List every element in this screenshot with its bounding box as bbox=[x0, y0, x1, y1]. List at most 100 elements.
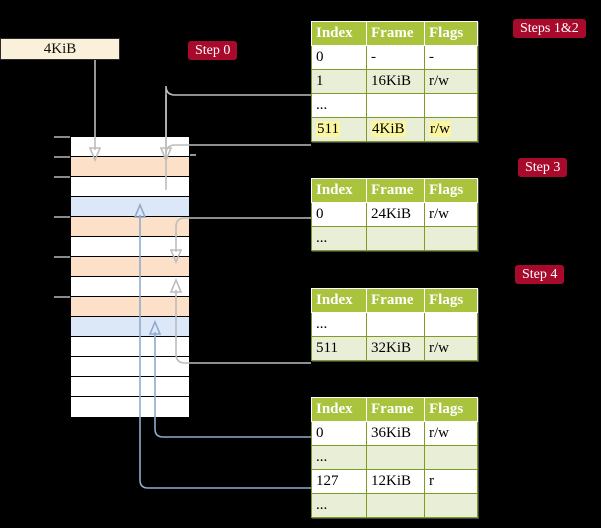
column-header-flags: Flags bbox=[424, 21, 478, 46]
cell-frame bbox=[366, 493, 425, 518]
memory-frame-row bbox=[71, 197, 189, 217]
cell-flags bbox=[424, 312, 478, 337]
wire-step4 bbox=[175, 290, 311, 364]
highlighted-value: 511 bbox=[316, 121, 340, 137]
cell-frame: - bbox=[366, 45, 425, 70]
cell-frame: 24KiB bbox=[366, 202, 425, 227]
memory-tick-mark bbox=[54, 156, 71, 158]
column-header-flags: Flags bbox=[424, 178, 478, 203]
cell-flags bbox=[424, 93, 478, 118]
cell-frame bbox=[366, 445, 425, 470]
column-header-flags: Flags bbox=[424, 397, 478, 422]
cell-index: 511 bbox=[311, 336, 367, 361]
memory-frame-row bbox=[71, 357, 189, 377]
column-header-index: Index bbox=[311, 178, 367, 203]
cell-flags bbox=[424, 445, 478, 470]
memory-frame-row bbox=[71, 337, 189, 357]
cell-frame bbox=[366, 93, 425, 118]
cell-frame: 16KiB bbox=[366, 69, 425, 94]
cell-flags bbox=[424, 493, 478, 518]
cell-index: 0 bbox=[311, 202, 367, 227]
wire-blue-a bbox=[154, 420, 311, 438]
cell-frame: 4KiB bbox=[366, 117, 425, 142]
table-row: ... bbox=[311, 226, 478, 251]
memory-frame-row bbox=[71, 277, 189, 297]
cell-flags: r/w bbox=[424, 202, 478, 227]
cell-index: 511 bbox=[311, 117, 367, 142]
memory-frame-row bbox=[71, 257, 189, 277]
memory-frame-row bbox=[71, 157, 189, 177]
source-frame-box: 4KiB bbox=[0, 38, 120, 60]
cell-flags: r bbox=[424, 469, 478, 494]
memory-tick-mark bbox=[54, 216, 71, 218]
cell-flags: r/w bbox=[424, 117, 478, 142]
physical-memory-column bbox=[70, 136, 190, 417]
highlighted-value: r/w bbox=[429, 121, 451, 137]
memory-frame-row bbox=[71, 297, 189, 317]
badge-steps-1-2: Steps 1&2 bbox=[513, 19, 586, 38]
badge-step-0: Step 0 bbox=[188, 41, 238, 60]
cell-index: ... bbox=[311, 226, 367, 251]
column-header-frame: Frame bbox=[366, 178, 425, 203]
cell-index: ... bbox=[311, 493, 367, 518]
cell-frame bbox=[366, 226, 425, 251]
badge-step-4: Step 4 bbox=[515, 265, 565, 284]
cell-flags: r/w bbox=[424, 69, 478, 94]
cell-flags: - bbox=[424, 45, 478, 70]
column-header-frame: Frame bbox=[366, 397, 425, 422]
memory-tick-mark bbox=[54, 176, 71, 178]
cell-index: ... bbox=[311, 93, 367, 118]
table-row: ... bbox=[311, 493, 478, 518]
wire-step3 bbox=[175, 217, 311, 252]
column-header-frame: Frame bbox=[366, 288, 425, 313]
cell-index: 127 bbox=[311, 469, 367, 494]
table-row: ... bbox=[311, 445, 478, 470]
cell-flags: r/w bbox=[424, 336, 478, 361]
column-header-index: Index bbox=[311, 288, 367, 313]
table-row: ... bbox=[311, 312, 478, 337]
memory-tick-mark bbox=[54, 136, 71, 138]
cell-frame: 12KiB bbox=[366, 469, 425, 494]
cell-flags bbox=[424, 226, 478, 251]
cell-index: 0 bbox=[311, 421, 367, 446]
memory-frame-row bbox=[71, 217, 189, 237]
column-header-frame: Frame bbox=[366, 21, 425, 46]
cell-frame: 32KiB bbox=[366, 336, 425, 361]
column-header-index: Index bbox=[311, 397, 367, 422]
column-header-flags: Flags bbox=[424, 288, 478, 313]
cell-index: ... bbox=[311, 312, 367, 337]
memory-frame-row bbox=[71, 177, 189, 197]
memory-tick-mark bbox=[54, 256, 71, 258]
memory-frame-row bbox=[71, 137, 189, 157]
column-header-index: Index bbox=[311, 21, 367, 46]
table-row: ... bbox=[311, 93, 478, 118]
memory-frame-row bbox=[71, 377, 189, 397]
memory-frame-row bbox=[71, 237, 189, 257]
badge-step-3: Step 3 bbox=[518, 158, 568, 177]
cell-index: ... bbox=[311, 445, 367, 470]
table-row: 511 4KiB r/w bbox=[311, 117, 478, 142]
cell-frame: 36KiB bbox=[366, 421, 425, 446]
highlighted-value: 4KiB bbox=[371, 121, 406, 137]
wire-blue-b bbox=[139, 420, 311, 489]
table-row: 0-- bbox=[311, 45, 478, 70]
cell-index: 1 bbox=[311, 69, 367, 94]
memory-frame-row bbox=[71, 317, 189, 337]
memory-tick-mark bbox=[54, 296, 71, 298]
memory-frame-row bbox=[71, 397, 189, 417]
